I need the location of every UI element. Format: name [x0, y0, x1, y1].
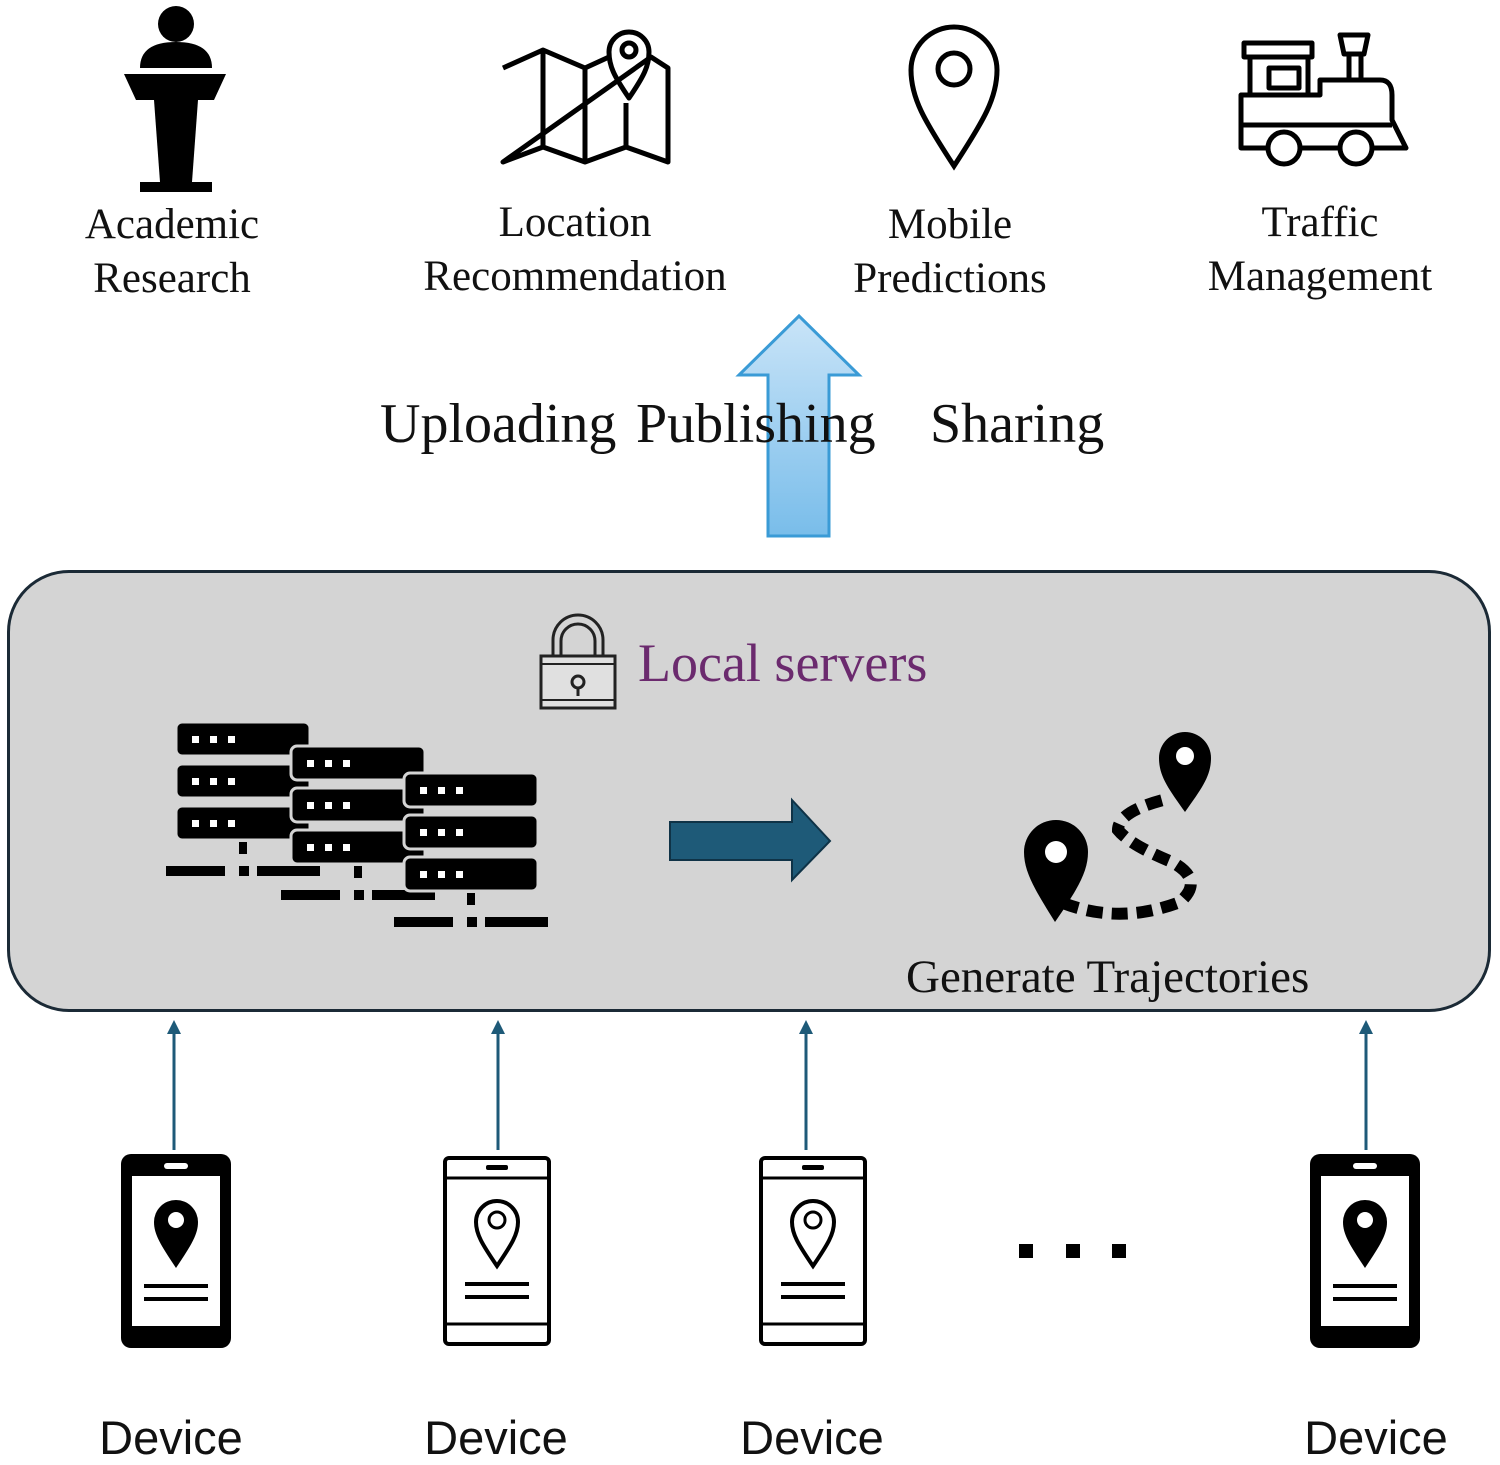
- app-label-line2: Research: [93, 255, 251, 302]
- phone-icon: [1310, 1154, 1420, 1348]
- app-label-line1: Location: [498, 199, 652, 246]
- train-icon: [1238, 32, 1409, 167]
- local-servers-title: Local servers: [638, 633, 928, 693]
- upload-arrow: [735, 313, 863, 538]
- padlock-icon: [539, 613, 617, 710]
- app-label-mobile: Mobile Predictions: [830, 198, 1070, 306]
- device-upload-arrows: [167, 1020, 1373, 1150]
- server-stack: [281, 744, 435, 900]
- app-label-location: Location Recommendation: [415, 196, 735, 304]
- process-arrow: [669, 797, 832, 883]
- trajectory-path-icon: [1024, 732, 1211, 922]
- server-stack: [166, 720, 320, 876]
- ellipsis-dots: [1019, 1244, 1126, 1258]
- device-label: Device: [1304, 1411, 1448, 1464]
- app-label-line2: Predictions: [853, 255, 1047, 302]
- app-label-traffic: Traffic Management: [1195, 196, 1445, 304]
- device-phones: [121, 1154, 1420, 1348]
- app-label-line2: Management: [1207, 253, 1433, 300]
- app-label-line1: Academic: [84, 201, 260, 248]
- app-label-academic: Academic Research: [72, 198, 272, 306]
- flow-uploading: Uploading: [380, 393, 617, 455]
- folded-map-pin-icon: [500, 29, 671, 165]
- server-stack: [394, 771, 548, 927]
- phone-icon: [443, 1156, 551, 1346]
- app-label-line1: Mobile: [887, 201, 1013, 248]
- server-rack-icon: [166, 720, 548, 927]
- phone-icon: [759, 1156, 867, 1346]
- device-label: Device: [740, 1411, 884, 1464]
- app-label-line1: Traffic: [1261, 199, 1379, 246]
- device-label: Device: [424, 1411, 568, 1464]
- flow-sharing: Sharing: [930, 393, 1105, 455]
- map-pin-icon: [908, 24, 1000, 171]
- podium-speaker-icon: [124, 6, 226, 192]
- device-label: Device: [99, 1411, 243, 1464]
- flow-publishing: Publishing: [636, 393, 876, 455]
- phone-icon: [121, 1154, 231, 1348]
- generate-trajectories-label: Generate Trajectories: [906, 951, 1310, 1003]
- app-label-line2: Recommendation: [423, 253, 727, 300]
